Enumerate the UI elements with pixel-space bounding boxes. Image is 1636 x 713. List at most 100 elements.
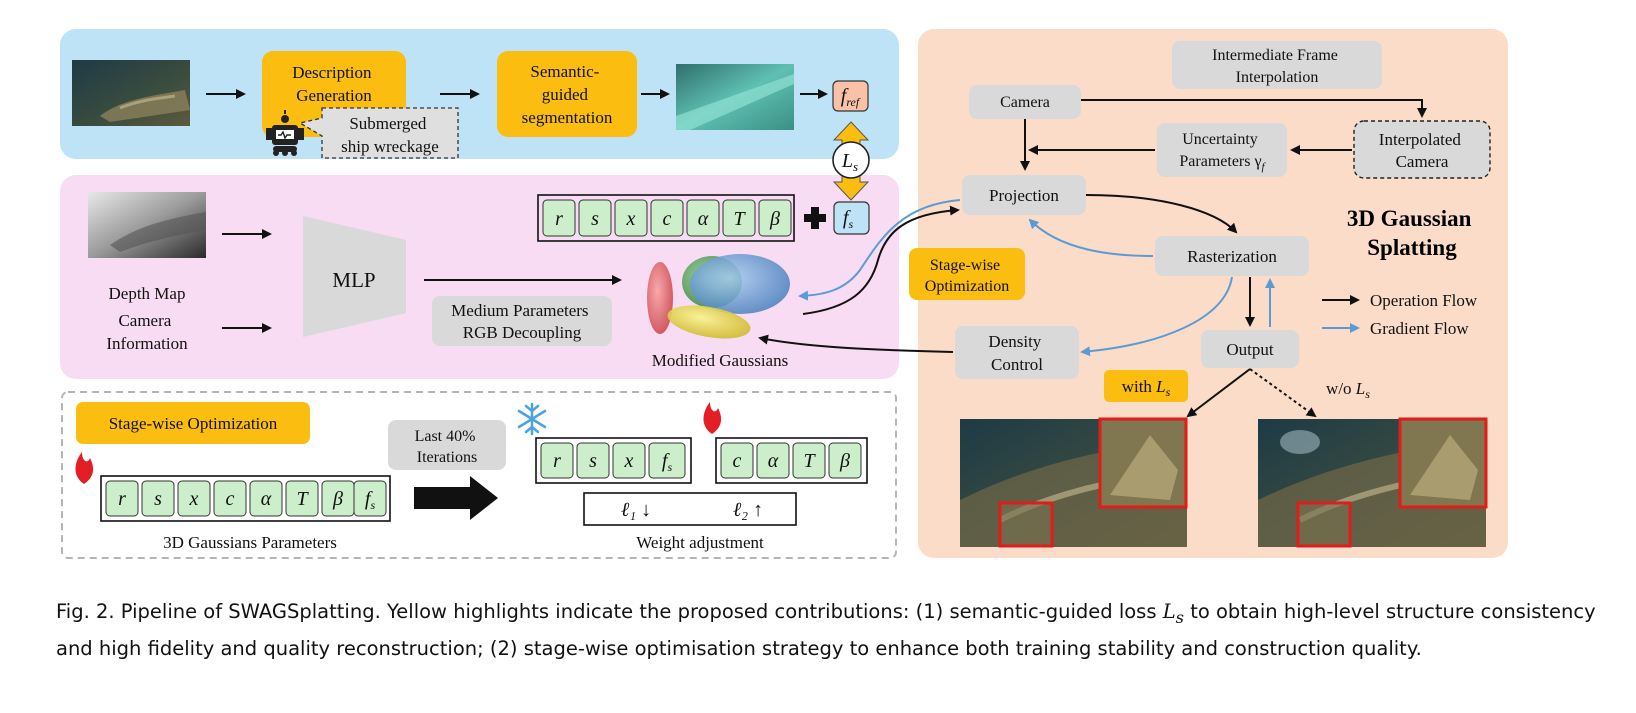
all-cell-alpha xyxy=(249,480,283,517)
interp-frame-label: Intermediate Frame Interpolation xyxy=(1212,47,1342,86)
frozen-params-frame xyxy=(535,437,692,484)
input-image xyxy=(72,60,190,126)
weight-l2: ℓ₂ ↑ xyxy=(733,499,763,521)
all-cell-T xyxy=(285,480,319,517)
weight-adjust-box xyxy=(583,492,797,526)
loss-label: Ls xyxy=(841,150,858,174)
loss-double-arrow xyxy=(832,121,870,201)
all-text-beta: β xyxy=(332,488,343,510)
all-cell-fs xyxy=(353,480,387,517)
param-cell-r xyxy=(542,199,576,237)
fire-icon-trained xyxy=(703,402,722,434)
frozen-cell-s xyxy=(576,442,610,479)
figure-caption: Fig. 2. Pipeline of SWAGSplatting. Yello… xyxy=(56,596,1596,664)
depth-map-image xyxy=(88,192,206,258)
arrow-camera-to-interp-camera xyxy=(1081,99,1427,118)
trained-text-beta: β xyxy=(839,450,850,472)
depth-map-label: Depth Map xyxy=(109,284,186,303)
param-text-beta: β xyxy=(769,208,780,230)
param-text-T: T xyxy=(733,208,746,230)
param-cell-beta xyxy=(758,199,792,237)
gaussians-params-caption: 3D Gaussians Parameters xyxy=(163,533,337,552)
all-text-r: r xyxy=(118,488,126,510)
modified-gaussians-label: Modified Gaussians xyxy=(652,351,788,370)
medium-parameters-label: Medium Parameters RGB Decoupling xyxy=(451,301,593,342)
rasterization-label: Rasterization xyxy=(1187,247,1277,266)
all-cell-x xyxy=(177,480,211,517)
arrow-projection-to-rasterization xyxy=(1085,194,1238,234)
frozen-text-s: s xyxy=(589,450,597,472)
param-cell-s xyxy=(578,199,612,237)
f-s-box xyxy=(833,201,870,235)
trained-cell-T xyxy=(792,442,826,479)
semantic-segmentation-box xyxy=(497,51,637,137)
trained-text-alpha: α xyxy=(768,450,779,472)
density-control-box xyxy=(955,326,1079,379)
param-row-frozen: r s x fs xyxy=(540,442,686,479)
weight-adjustment-caption: Weight adjustment xyxy=(636,533,764,552)
param-text-alpha: α xyxy=(698,208,709,230)
frozen-cell-x xyxy=(612,442,646,479)
uncertainty-box xyxy=(1157,123,1287,177)
mlp-label: MLP xyxy=(332,268,375,292)
with-ls-box xyxy=(1104,370,1188,402)
param-cell-alpha xyxy=(686,199,720,237)
frozen-text-x: x xyxy=(624,450,634,472)
param-cell-T xyxy=(722,199,756,237)
legend-operation-label: Operation Flow xyxy=(1370,291,1478,310)
weight-l1: ℓ₁ ↓ xyxy=(621,499,651,521)
stagewise-optimization-title-box xyxy=(76,402,310,444)
interp-camera-label: Interpolated Camera xyxy=(1379,130,1465,171)
stagewise-optimization-title: Stage-wise Optimization xyxy=(109,414,278,433)
param-row-frame xyxy=(537,194,795,242)
caption-loss-sub: s xyxy=(1175,607,1184,627)
render-without-ls xyxy=(1258,417,1488,548)
all-text-s: s xyxy=(154,488,162,510)
trained-cell-c xyxy=(720,442,754,479)
stagewise-optimization-box-mid xyxy=(909,248,1025,300)
render-with-ls xyxy=(960,417,1188,548)
big-right-arrow xyxy=(414,476,498,520)
f-s-label: fs xyxy=(843,207,854,231)
frozen-cell-r xyxy=(540,442,574,479)
iterations-box xyxy=(388,420,506,470)
param-cell-c xyxy=(650,199,684,237)
trained-params-frame xyxy=(715,437,868,484)
gradient-rasterization-to-density xyxy=(1080,276,1233,357)
trained-text-T: T xyxy=(803,450,816,472)
caption-loss-symbol: L xyxy=(1162,600,1176,623)
arrow-output-to-without xyxy=(1249,368,1317,418)
all-cell-r xyxy=(105,480,139,517)
speech-bubble-label: Submerged ship wreckage xyxy=(341,114,439,156)
param-text-s: s xyxy=(591,208,599,230)
gradient-rasterization-to-projection xyxy=(1028,218,1154,257)
f-ref-label: fref xyxy=(841,85,861,109)
all-params-frame xyxy=(100,475,391,522)
segmentation-mask-image xyxy=(676,64,794,130)
frozen-text-fs: fs xyxy=(662,450,673,474)
trained-text-c: c xyxy=(733,450,742,472)
rasterization-box xyxy=(1155,236,1309,276)
gradient-projection-to-gaussians xyxy=(798,199,961,301)
interp-frame-box xyxy=(1172,41,1382,89)
all-cell-s xyxy=(141,480,175,517)
arrow-density-to-gaussians xyxy=(758,334,954,353)
f-ref-box xyxy=(832,80,869,112)
legend-gradient-label: Gradient Flow xyxy=(1370,319,1469,338)
param-text-c: c xyxy=(663,208,672,230)
projection-box xyxy=(962,175,1086,215)
mlp-block xyxy=(303,216,406,337)
frozen-text-r: r xyxy=(553,450,561,472)
param-text-x: x xyxy=(626,208,636,230)
caption-prefix: Fig. 2. Pipeline of SWAGSplatting. Yello… xyxy=(56,600,1163,623)
3dgs-title: 3D Gaussian Splatting xyxy=(1347,206,1477,260)
fire-icon xyxy=(75,452,94,484)
camera-label: Camera xyxy=(1000,94,1050,111)
param-row-all: r s x c α T β fs xyxy=(105,480,387,517)
snowflake-icon xyxy=(517,402,547,436)
camera-information-label: Camera Information xyxy=(106,311,188,353)
all-text-c: c xyxy=(226,488,235,510)
all-cell-c xyxy=(213,480,247,517)
description-generation-label: Description Generation xyxy=(292,63,376,105)
